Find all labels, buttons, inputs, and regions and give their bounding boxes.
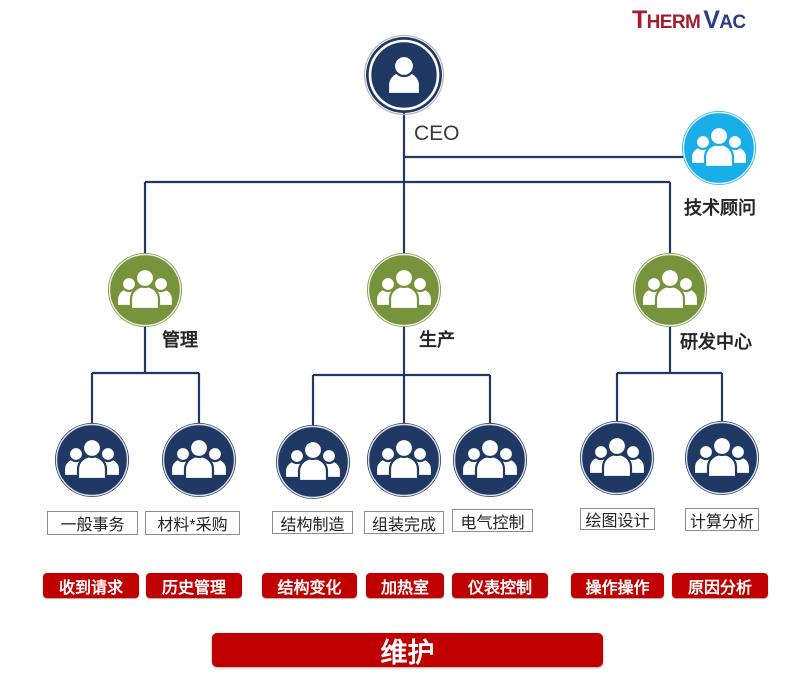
drawing-design-label: 绘图设计 xyxy=(580,508,655,530)
rnd-center-label: 研发中心 xyxy=(680,332,752,352)
connector-lines xyxy=(90,112,724,425)
assembly-node xyxy=(367,423,441,497)
general-affairs-node xyxy=(55,423,129,497)
materials-purchasing-label: 材料*采购 xyxy=(145,511,240,535)
electrical-control-label: 电气控制 xyxy=(452,509,533,532)
production-label: 生产 xyxy=(419,330,455,350)
management-node xyxy=(108,253,182,327)
electrical-control-node xyxy=(453,423,527,497)
calculation-analysis-node xyxy=(685,421,759,495)
cause-analysis-tag: 原因分析 xyxy=(672,573,768,598)
production-node xyxy=(367,253,441,327)
ceo-label: CEO xyxy=(414,122,460,145)
ceo-node xyxy=(363,34,445,116)
history-management-tag: 历史管理 xyxy=(146,573,242,598)
drawing-design-node xyxy=(580,421,654,495)
heating-chamber-tag: 加热室 xyxy=(366,573,444,598)
rnd-center-node xyxy=(633,253,707,327)
logo-text-vac: VAC xyxy=(703,6,746,34)
structure-manufacturing-node xyxy=(276,425,350,499)
materials-purchasing-node xyxy=(162,423,236,497)
advisor-label: 技术顾问 xyxy=(684,198,756,218)
instrument-control-tag: 仪表控制 xyxy=(452,573,548,598)
structure-change-tag: 结构变化 xyxy=(262,573,357,598)
assembly-label: 组装完成 xyxy=(364,511,444,534)
calculation-analysis-label: 计算分析 xyxy=(685,508,759,531)
logo-text-therm: THERM xyxy=(632,6,701,34)
management-label: 管理 xyxy=(162,330,198,350)
maintenance-bar: 维护 xyxy=(212,633,603,668)
operation-tag: 操作操作 xyxy=(571,573,664,598)
general-affairs-label: 一般事务 xyxy=(47,511,138,535)
structure-manufacturing-label: 结构制造 xyxy=(272,511,353,534)
advisor-node xyxy=(682,111,756,185)
receive-request-tag: 收到请求 xyxy=(43,573,139,598)
